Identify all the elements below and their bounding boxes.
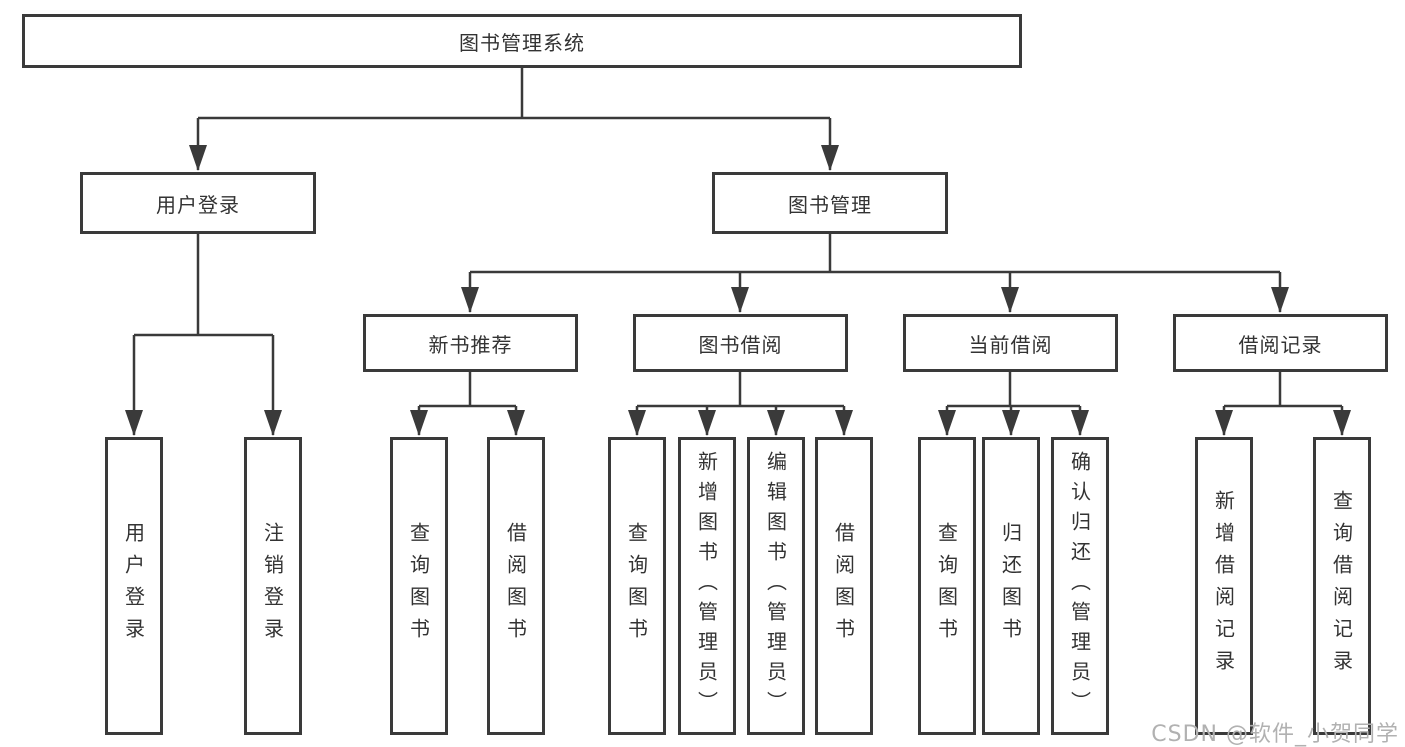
node-label: 图书管理系统 (459, 30, 585, 55)
node-label: 查询图书 (624, 522, 649, 650)
leaf-edit-books-admin: 编辑图书（管理员） (747, 437, 805, 735)
leaf-borrow-books: 借阅图书 (815, 437, 873, 735)
node-root-system: 图书管理系统 (22, 14, 1022, 68)
node-label: 借阅图书 (503, 522, 528, 650)
leaf-add-books-admin: 新增图书（管理员） (678, 437, 736, 735)
node-label: 用户登录 (156, 192, 240, 217)
connector-book-management-to-level3 (461, 234, 1289, 313)
leaf-add-borrow-record: 新增借阅记录 (1195, 437, 1253, 735)
node-user-login: 用户登录 (80, 172, 316, 234)
leaf-query-books-borrow: 查询图书 (608, 437, 666, 735)
connector-current-borrow-to-leaves (938, 372, 1089, 436)
node-label: 归还图书 (998, 522, 1023, 650)
node-label: 新增图书（管理员） (694, 451, 719, 721)
leaf-confirm-return-admin: 确认归还（管理员） (1051, 437, 1109, 735)
node-label: 用户登录 (121, 522, 146, 650)
node-book-management: 图书管理 (712, 172, 948, 234)
leaf-logout: 注销登录 (244, 437, 302, 735)
connector-new-book-recommend-to-leaves (410, 372, 525, 436)
node-label: 新增借阅记录 (1211, 490, 1236, 682)
node-label: 新书推荐 (428, 332, 513, 357)
csdn-watermark: CSDN @软件_小贺同学 (1151, 722, 1399, 747)
leaf-user-login: 用户登录 (105, 437, 163, 735)
node-label: 确认归还（管理员） (1067, 451, 1092, 721)
leaf-query-books-recommend: 查询图书 (390, 437, 448, 735)
node-borrow-records: 借阅记录 (1173, 314, 1388, 372)
node-label: 借阅记录 (1238, 332, 1323, 357)
node-label: 当前借阅 (968, 332, 1053, 357)
leaf-query-borrow-record: 查询借阅记录 (1313, 437, 1371, 735)
node-label: 借阅图书 (831, 522, 856, 650)
connector-book-borrow-to-leaves (628, 372, 853, 436)
node-current-borrow: 当前借阅 (903, 314, 1118, 372)
node-label: 注销登录 (260, 522, 285, 650)
node-label: 查询图书 (934, 522, 959, 650)
node-new-book-recommend: 新书推荐 (363, 314, 578, 372)
leaf-query-books-current: 查询图书 (918, 437, 976, 735)
connector-borrow-records-to-leaves (1215, 372, 1351, 436)
connector-root-to-level2 (189, 68, 839, 171)
node-label: 查询借阅记录 (1329, 490, 1354, 682)
node-book-borrow: 图书借阅 (633, 314, 848, 372)
connector-user-login-to-leaves (125, 234, 282, 436)
leaf-borrow-books-recommend: 借阅图书 (487, 437, 545, 735)
node-label: 图书借阅 (698, 332, 783, 357)
leaf-return-books: 归还图书 (982, 437, 1040, 735)
node-label: 图书管理 (788, 192, 872, 217)
node-label: 编辑图书（管理员） (763, 451, 788, 721)
node-label: 查询图书 (406, 522, 431, 650)
